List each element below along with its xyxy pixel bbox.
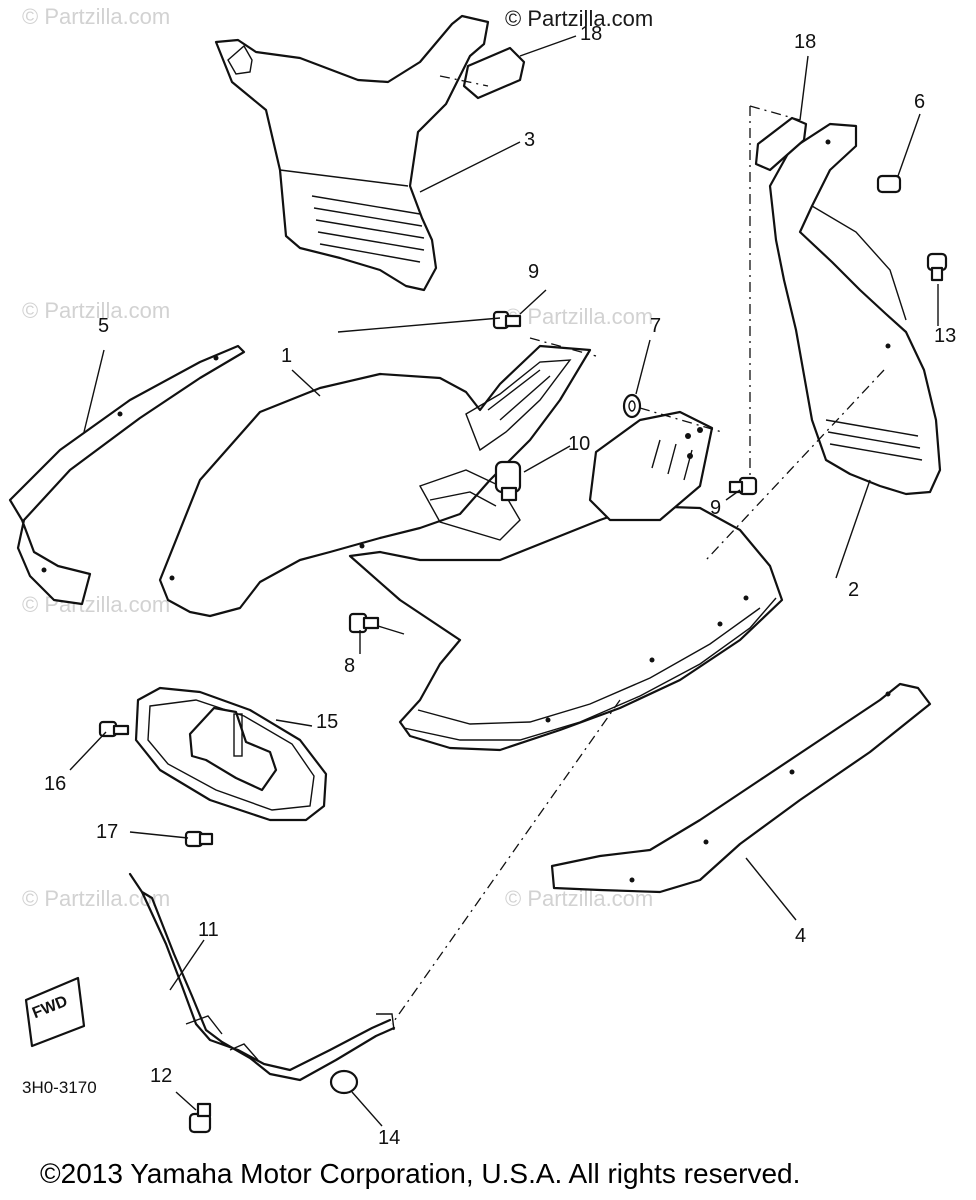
leader-lines [69, 35, 939, 1127]
part-13-bolt [926, 252, 948, 282]
part-14-nut [329, 1069, 359, 1095]
callout-2: 2 [848, 579, 860, 601]
callout-13: 13 [934, 325, 957, 347]
callout-6: 6 [914, 91, 926, 113]
part-16-bolt [98, 720, 130, 738]
part-6-bolt [876, 174, 902, 194]
part-5-trim-strip [8, 344, 246, 606]
part-17-bolt [184, 830, 214, 848]
part-18-pad-top [462, 46, 526, 100]
callout-12: 12 [150, 1065, 173, 1087]
callout-9-right: 9 [710, 497, 722, 519]
watermark: © Partzilla.com [22, 592, 171, 617]
part-11-grab-bar [128, 872, 396, 1082]
copyright-footer: ©2013 Yamaha Motor Corporation, U.S.A. A… [40, 1158, 801, 1189]
callout-18-right: 18 [794, 31, 817, 53]
callout-10: 10 [568, 433, 591, 455]
part-9-bolt-upper [492, 310, 522, 330]
fwd-plate [24, 976, 86, 1048]
part-18-pad-right [754, 116, 808, 172]
watermark: © Partzilla.com [22, 4, 171, 29]
part-3-side-cover [214, 14, 490, 292]
part-2-side-cover [768, 122, 942, 496]
callout-8: 8 [344, 655, 356, 677]
callout-16: 16 [44, 773, 67, 795]
part-7-washer [622, 393, 642, 419]
watermark: © Partzilla.com [505, 304, 654, 329]
part-1-rear-fender [158, 344, 784, 752]
callout-18-top: 18 [580, 23, 603, 45]
watermark: © Partzilla.com [22, 298, 171, 323]
part-9-bolt-right [728, 476, 758, 496]
assembly-lines [391, 75, 885, 1025]
callout-3: 3 [524, 129, 536, 151]
part-12-bolt [188, 1102, 212, 1134]
callout-7: 7 [650, 315, 662, 337]
part-10-bolt [494, 460, 522, 502]
callout-14: 14 [378, 1127, 401, 1149]
callout-15: 15 [316, 711, 339, 733]
callout-9-upper: 9 [528, 261, 540, 283]
part-4-trim-strip [550, 682, 932, 894]
callout-17: 17 [96, 821, 119, 843]
callout-1: 1 [281, 345, 293, 367]
diagram-part-code: 3H0-3170 [22, 1078, 97, 1097]
callout-5: 5 [98, 315, 110, 337]
part-15-light-bracket [134, 686, 328, 822]
watermark-top: © Partzilla.com [505, 6, 654, 31]
callout-11: 11 [198, 919, 219, 941]
part-8-bolt [348, 612, 380, 634]
callout-4: 4 [795, 925, 807, 947]
